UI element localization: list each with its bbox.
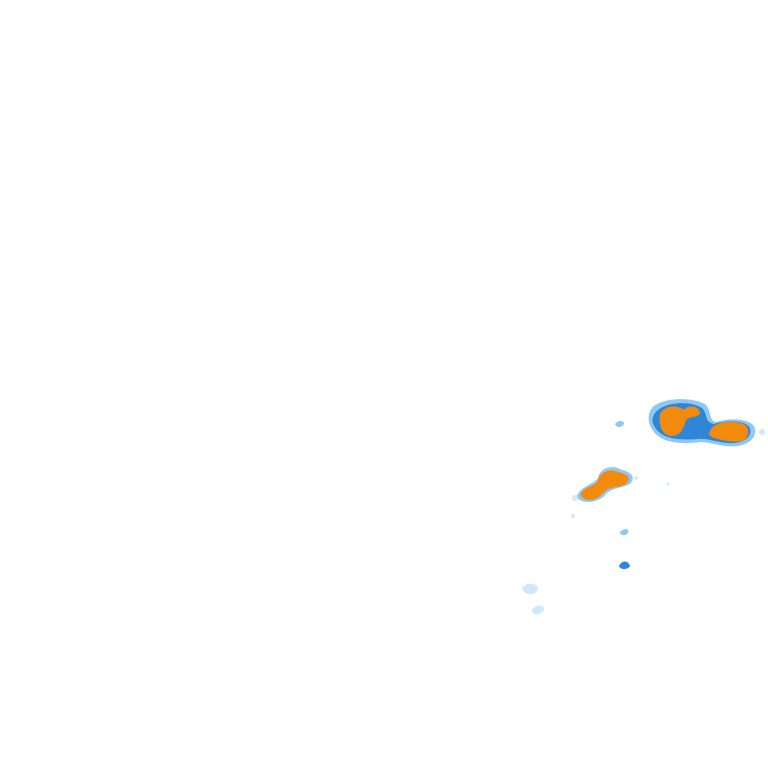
storm-cell-north-east — [648, 399, 765, 447]
fragment-1 — [615, 421, 624, 427]
storm-cell-central — [576, 467, 638, 502]
echo-light-speck-ne — [759, 429, 765, 435]
echo-fragments — [522, 421, 670, 615]
fragment-4 — [522, 583, 538, 595]
fragment-2 — [620, 529, 629, 536]
fragment-6 — [571, 514, 575, 518]
echo-intense-ne-west — [659, 406, 700, 436]
fragment-8 — [572, 495, 578, 501]
echo-speck-central — [634, 476, 638, 480]
fragment-5 — [532, 605, 544, 615]
fragment-7 — [666, 482, 670, 486]
fragment-3 — [619, 561, 630, 569]
echo-intense-central — [580, 470, 629, 500]
echo-intense-ne-east — [709, 421, 749, 442]
